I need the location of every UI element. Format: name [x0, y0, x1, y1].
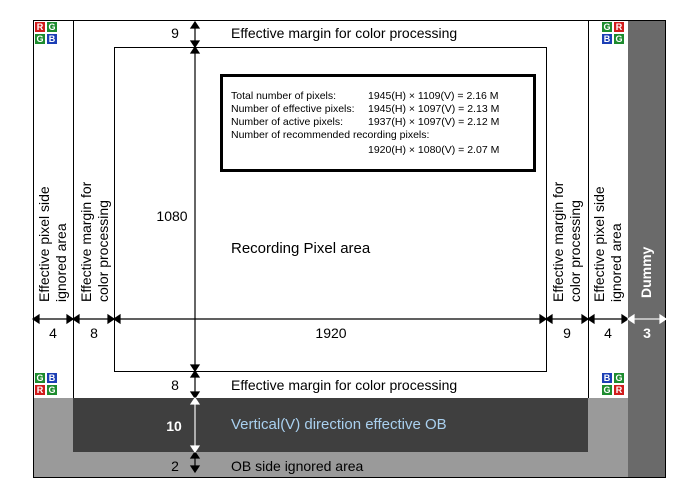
bottom-margin-label: Effective margin for color processing — [231, 377, 458, 393]
top-margin-dimension: 9 — [171, 25, 179, 41]
top-margin-label: Effective margin for color processing — [231, 25, 458, 41]
left-margin-label: Effective margin for color processing — [78, 181, 111, 302]
bayer-cell: R — [614, 22, 624, 32]
bayer-cell: G — [602, 385, 612, 395]
active-pixels-label: Number of active pixels: — [231, 116, 344, 128]
recording-area-label: Recording Pixel area — [231, 240, 371, 257]
total-pixels-label: Total number of pixels: — [231, 90, 337, 102]
bayer-cell: R — [614, 385, 624, 395]
left-margin-dimension: 8 — [90, 325, 98, 341]
bayer-cell: G — [47, 385, 57, 395]
bayer-cell: G — [602, 22, 612, 32]
dummy-area — [628, 20, 666, 478]
recording-width-dimension: 1920 — [315, 325, 347, 341]
bayer-cell: B — [602, 34, 612, 44]
bayer-cell: B — [47, 373, 57, 383]
total-pixels-value: 1945(H) × 1109(V) = 2.16 M — [368, 90, 499, 102]
bayer-cell: R — [35, 385, 45, 395]
recording-area-frame — [114, 47, 547, 372]
bayer-cell: G — [614, 373, 624, 383]
ob-ignored-label: OB side ignored area — [231, 458, 364, 474]
bayer-cell: G — [614, 34, 624, 44]
vertical-ob-area — [73, 398, 588, 452]
recommended-pixels-value: 1920(H) × 1080(V) = 2.07 M — [368, 144, 500, 156]
bayer-cell: G — [47, 22, 57, 32]
pixel-count-info-box: Total number of pixels: 1945(H) × 1109(V… — [220, 74, 536, 172]
effective-pixels-label: Number of effective pixels: — [231, 103, 355, 115]
dummy-label: Dummy — [638, 246, 654, 298]
recommended-pixels-label: Number of recommended recording pixels: — [231, 129, 430, 141]
bayer-cell: G — [35, 373, 45, 383]
bayer-cell: B — [602, 373, 612, 383]
bayer-cell: B — [47, 34, 57, 44]
right-margin-dimension: 9 — [563, 325, 571, 341]
outer-frame — [33, 20, 666, 478]
recording-height-dimension: 1080 — [156, 208, 188, 224]
effective-pixels-value: 1945(H) × 1097(V) = 2.13 M — [368, 103, 500, 115]
ob-ignored-dimension: 2 — [171, 458, 179, 474]
active-pixels-value: 1937(H) × 1097(V) = 2.12 M — [368, 116, 500, 128]
bayer-cell: G — [35, 34, 45, 44]
vertical-ob-label: Vertical(V) direction effective OB — [231, 416, 447, 433]
bottom-margin-dimension: 8 — [171, 377, 179, 393]
left-ignored-label: Effective pixel side ignored area — [36, 186, 69, 302]
right-margin-label: Effective margin for color processing — [550, 181, 583, 302]
vertical-ob-dimension: 10 — [166, 418, 182, 434]
bayer-cell: R — [35, 22, 45, 32]
right-ignored-label: Effective pixel side ignored area — [591, 186, 624, 302]
right-ignored-dimension: 4 — [604, 325, 612, 341]
left-ignored-dimension: 4 — [49, 325, 57, 341]
dummy-dimension: 3 — [643, 325, 651, 341]
